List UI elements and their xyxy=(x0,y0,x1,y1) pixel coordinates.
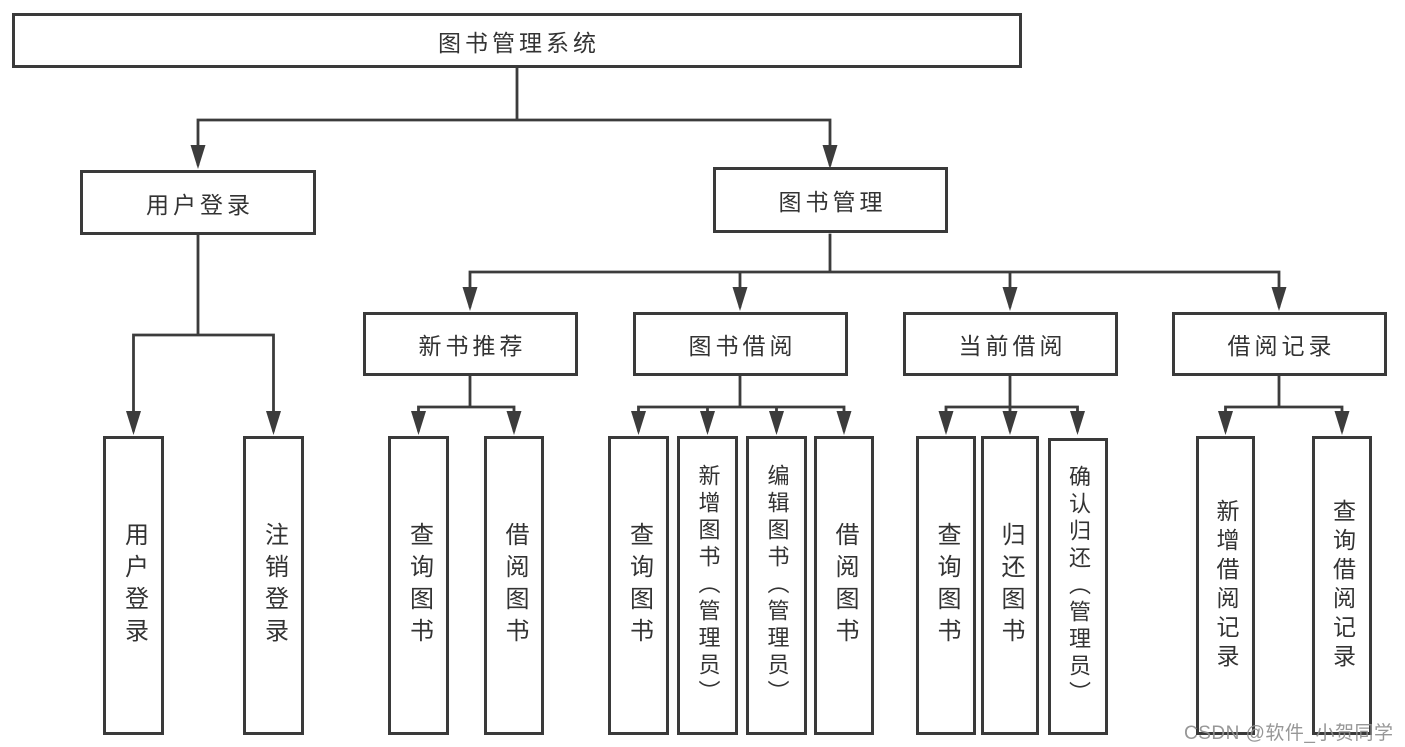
node-recommend-query-books: 查询图书 xyxy=(388,436,449,735)
node-borrow-borrow-books: 借阅图书 xyxy=(814,436,874,735)
node-borrow-query-books: 查询图书 xyxy=(608,436,669,735)
watermark-text: CSDN @软件_小贺同学 xyxy=(1184,723,1394,744)
node-book-borrow: 图书借阅 xyxy=(633,312,848,376)
node-borrow-edit-books: 编辑图书（管理员） xyxy=(746,436,807,735)
node-current-query-books: 查询图书 xyxy=(916,436,976,735)
node-leaf-logout: 注销登录 xyxy=(243,436,304,735)
node-leaf-user-login: 用户登录 xyxy=(103,436,164,735)
node-new-book-recommend: 新书推荐 xyxy=(363,312,578,376)
node-book-management: 图书管理 xyxy=(713,167,948,233)
node-borrow-records: 借阅记录 xyxy=(1172,312,1387,376)
node-recommend-borrow-books: 借阅图书 xyxy=(484,436,544,735)
node-records-query-record: 查询借阅记录 xyxy=(1312,436,1372,735)
node-borrow-add-books: 新增图书（管理员） xyxy=(677,436,738,735)
node-current-return-books: 归还图书 xyxy=(981,436,1039,735)
node-current-confirm-return: 确认归还（管理员） xyxy=(1048,438,1108,735)
node-records-add-record: 新增借阅记录 xyxy=(1196,436,1255,735)
node-root: 图书管理系统 xyxy=(12,13,1022,68)
node-user-login: 用户登录 xyxy=(80,170,316,235)
node-current-borrow: 当前借阅 xyxy=(903,312,1118,376)
arrowheads xyxy=(126,145,1350,435)
